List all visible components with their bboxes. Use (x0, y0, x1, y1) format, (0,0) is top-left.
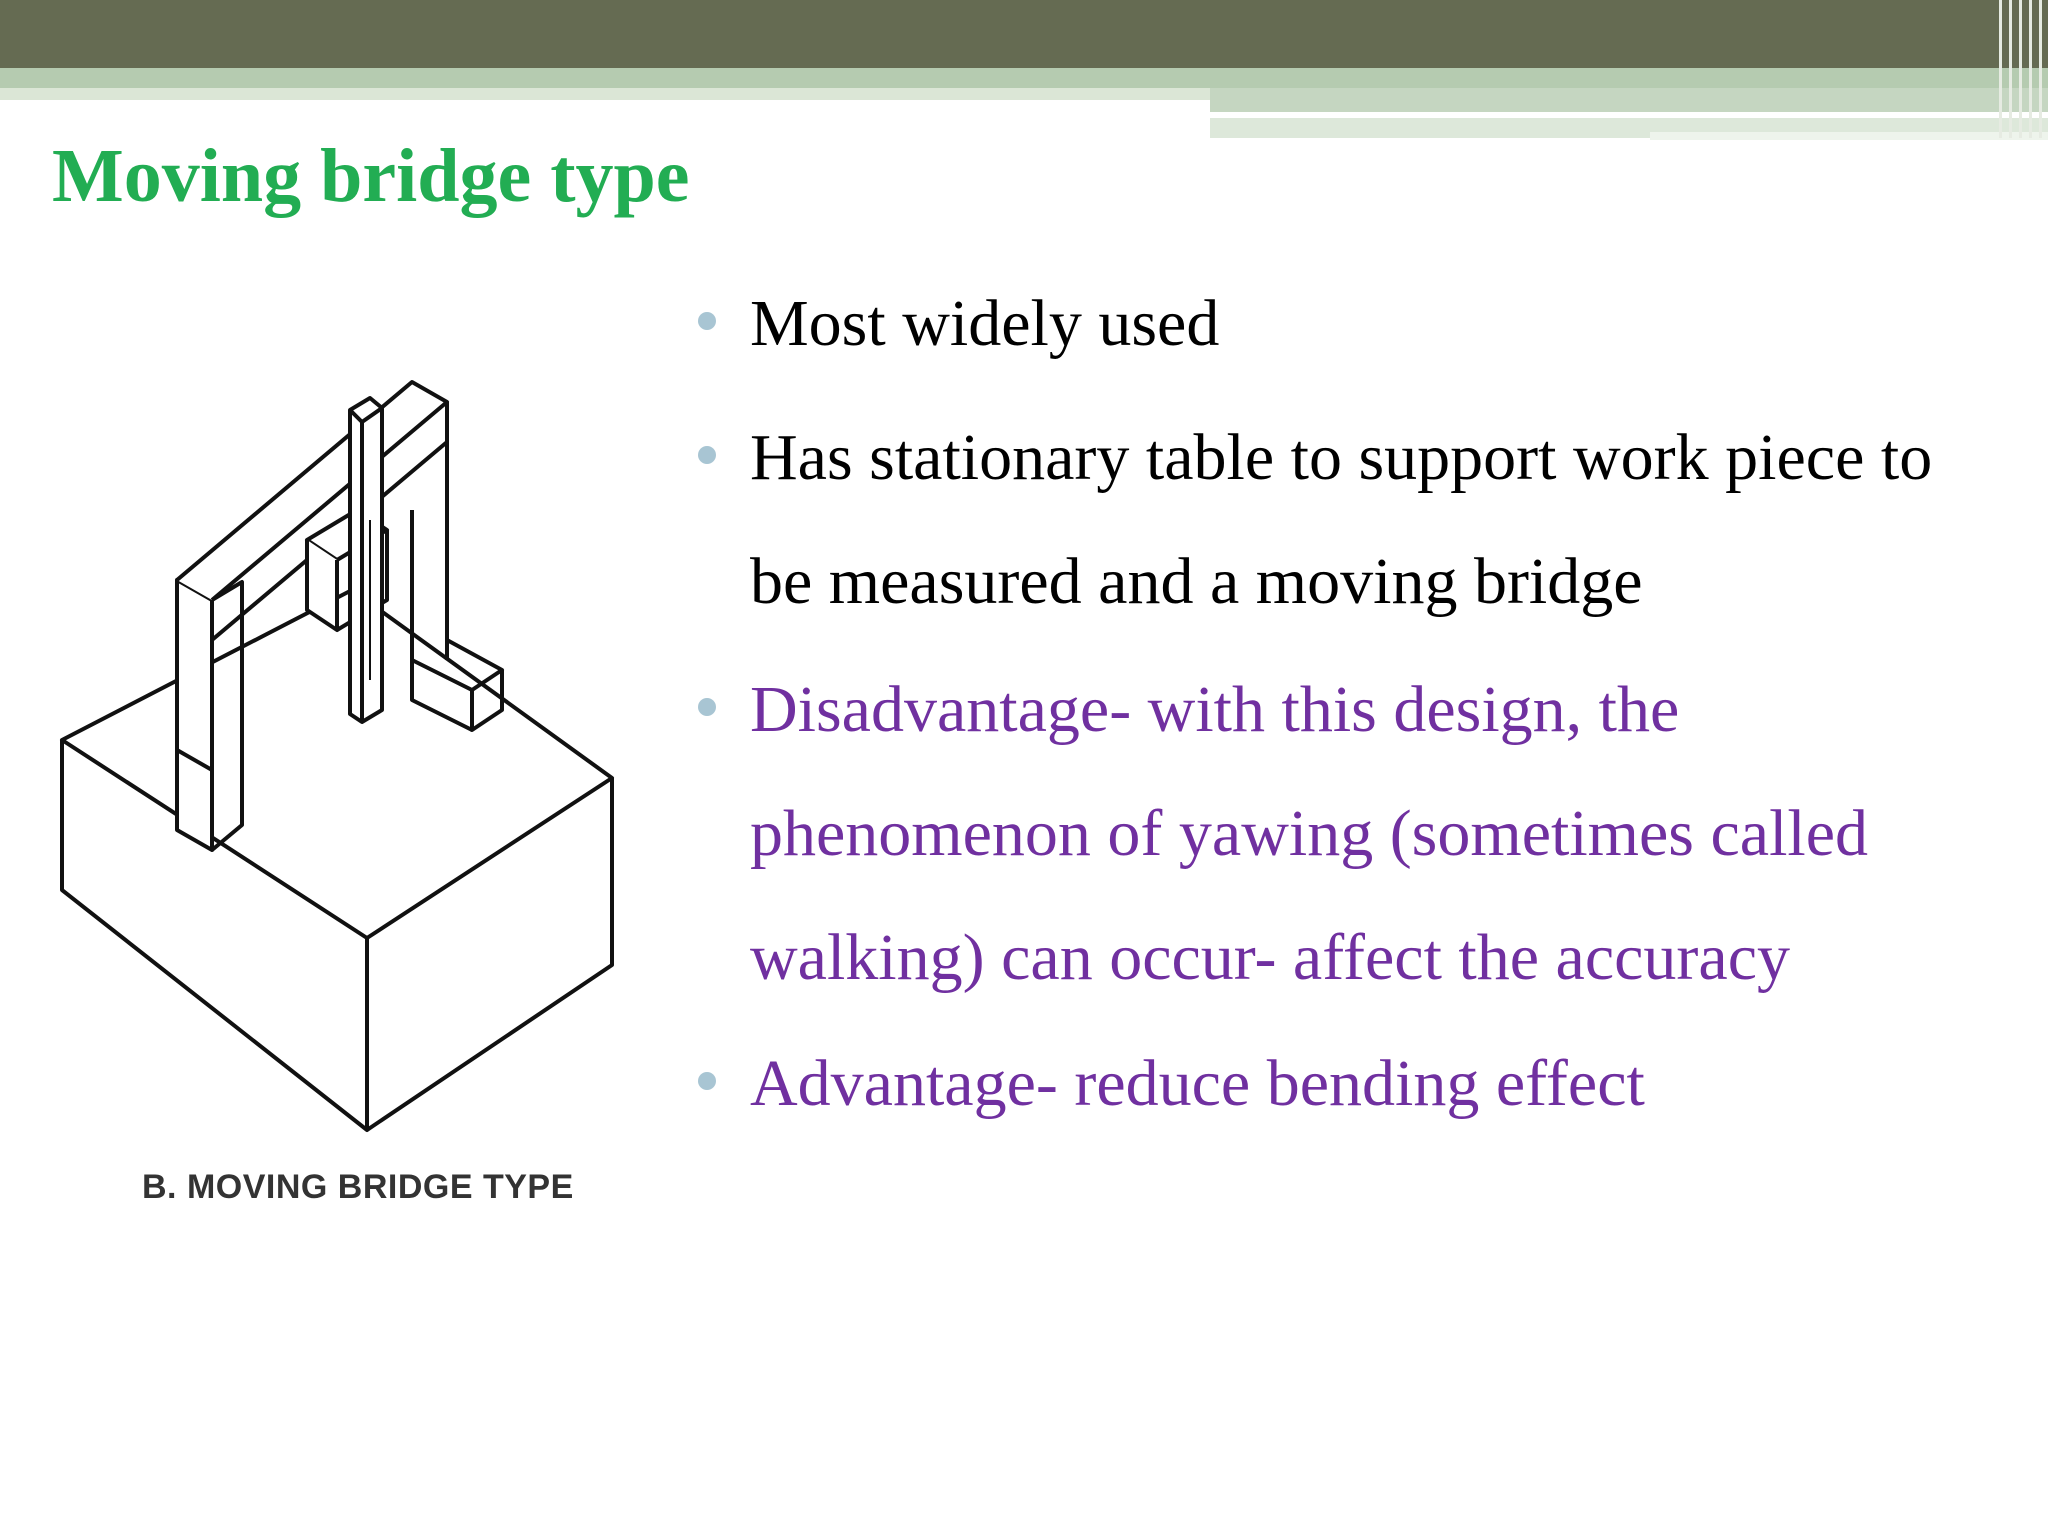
bullet-dot-icon (698, 446, 716, 464)
header-band-light (0, 68, 2048, 88)
bullet-list: Most widely used Has stationary table to… (688, 262, 1988, 1146)
bullet-dot-icon (698, 312, 716, 330)
header-band-right-thin (1650, 132, 2048, 140)
bullet-item: Disadvantage- with this design, the phen… (688, 648, 1988, 1020)
bullet-dot-icon (698, 1072, 716, 1090)
moving-bridge-drawing (60, 380, 614, 1132)
slide-title: Moving bridge type (52, 134, 690, 218)
bullet-item: Advantage- reduce bending effect (688, 1022, 1988, 1146)
header-band-lighter (0, 88, 1210, 100)
header-band-right (1210, 88, 2048, 112)
bullet-text: Most widely used (750, 287, 1220, 360)
bullet-item: Most widely used (688, 262, 1988, 386)
figure-caption: B. MOVING BRIDGE TYPE (142, 1168, 574, 1206)
header-edge-stripes (1986, 0, 2048, 138)
bullet-item: Has stationary table to support work pie… (688, 396, 1988, 644)
header-band-dark (0, 0, 2048, 68)
moving-bridge-figure (52, 370, 632, 1240)
bullet-text: Advantage- reduce bending effect (750, 1047, 1645, 1120)
bullet-text: Has stationary table to support work pie… (750, 421, 1933, 618)
bullet-dot-icon (698, 698, 716, 716)
bullet-text: Disadvantage- with this design, the phen… (750, 673, 1869, 994)
